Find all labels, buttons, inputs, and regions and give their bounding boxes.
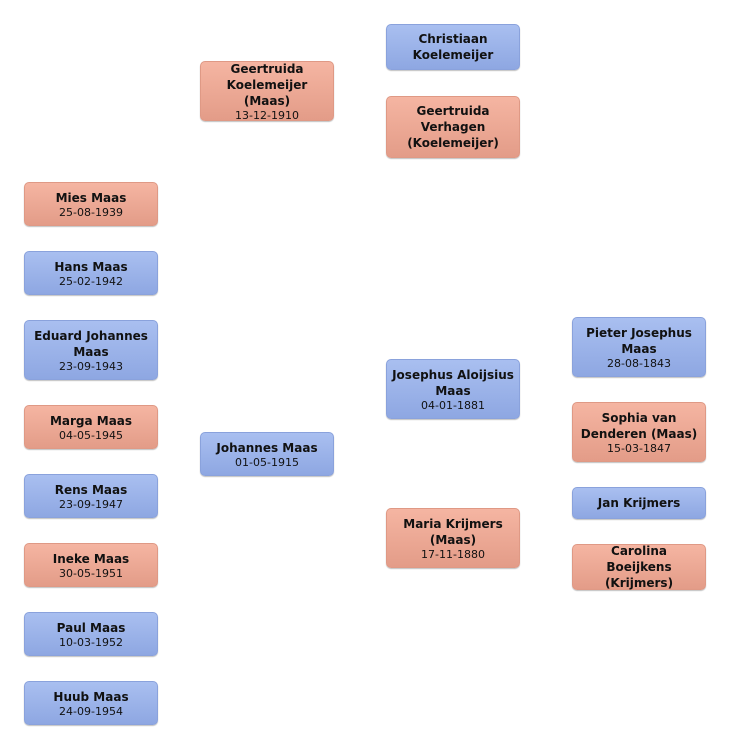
person-name: Johannes Maas xyxy=(216,440,318,455)
person-date: 28-08-1843 xyxy=(607,356,671,370)
person-name: Christiaan Koelemeijer xyxy=(412,32,494,62)
person-date: 23-09-1947 xyxy=(59,497,123,511)
person-node-johannes-maas[interactable]: Johannes Maas 01-05-1915 xyxy=(200,432,334,476)
person-date: 04-05-1945 xyxy=(59,428,123,442)
person-node-pieter-josephus-maas[interactable]: Pieter Josephus Maas 28-08-1843 xyxy=(572,317,706,377)
person-name: Geertruida Verhagen (Koelemeijer) xyxy=(407,104,499,150)
person-node-hans-maas[interactable]: Hans Maas 25-02-1942 xyxy=(24,251,158,295)
person-node-josephus-aloijsius-maas[interactable]: Josephus Aloijsius Maas 04-01-1881 xyxy=(386,359,520,419)
person-date: 24-09-1954 xyxy=(59,704,123,718)
person-node-carolina-boeijkens[interactable]: Carolina Boeijkens (Krijmers) xyxy=(572,544,706,590)
person-date: 25-02-1942 xyxy=(59,274,123,288)
person-node-huub-maas[interactable]: Huub Maas 24-09-1954 xyxy=(24,681,158,725)
person-date: 30-05-1951 xyxy=(59,566,123,580)
person-node-eduard-johannes-maas[interactable]: Eduard Johannes Maas 23-09-1943 xyxy=(24,320,158,380)
person-node-christiaan-koelemeijer[interactable]: Christiaan Koelemeijer xyxy=(386,24,520,70)
person-name: Geertruida Koelemeijer (Maas) xyxy=(226,61,308,108)
person-node-mies-maas[interactable]: Mies Maas 25-08-1939 xyxy=(24,182,158,226)
person-date: 17-11-1880 xyxy=(421,547,485,561)
person-node-maria-krijmers[interactable]: Maria Krijmers (Maas) 17-11-1880 xyxy=(386,508,520,568)
person-node-sophia-van-denderen[interactable]: Sophia van Denderen (Maas) 15-03-1847 xyxy=(572,402,706,462)
person-name: Huub Maas xyxy=(53,689,129,704)
person-name: Hans Maas xyxy=(54,259,128,274)
person-date: 23-09-1943 xyxy=(59,359,123,373)
person-node-geertruida-verhagen[interactable]: Geertruida Verhagen (Koelemeijer) xyxy=(386,96,520,158)
person-name: Sophia van Denderen (Maas) xyxy=(580,410,698,441)
person-name: Maria Krijmers (Maas) xyxy=(403,516,503,547)
person-name: Jan Krijmers xyxy=(597,496,681,510)
person-date: 13-12-1910 xyxy=(235,108,299,122)
person-name: Josephus Aloijsius Maas xyxy=(392,367,514,398)
person-node-geertruida-koelemeijer[interactable]: Geertruida Koelemeijer (Maas) 13-12-1910 xyxy=(200,61,334,122)
person-date: 04-01-1881 xyxy=(421,398,485,412)
person-node-jan-krijmers[interactable]: Jan Krijmers xyxy=(572,487,706,519)
person-name: Carolina Boeijkens (Krijmers) xyxy=(604,544,674,590)
person-name: Ineke Maas xyxy=(52,551,130,566)
person-name: Paul Maas xyxy=(56,620,126,635)
person-name: Eduard Johannes Maas xyxy=(34,328,148,359)
person-date: 01-05-1915 xyxy=(235,455,299,469)
person-name: Pieter Josephus Maas xyxy=(586,325,692,356)
person-date: 25-08-1939 xyxy=(59,205,123,219)
person-name: Rens Maas xyxy=(54,482,128,497)
person-name: Mies Maas xyxy=(55,190,127,205)
person-node-rens-maas[interactable]: Rens Maas 23-09-1947 xyxy=(24,474,158,518)
person-date: 10-03-1952 xyxy=(59,635,123,649)
person-node-marga-maas[interactable]: Marga Maas 04-05-1945 xyxy=(24,405,158,449)
person-node-ineke-maas[interactable]: Ineke Maas 30-05-1951 xyxy=(24,543,158,587)
person-name: Marga Maas xyxy=(49,413,133,428)
person-node-paul-maas[interactable]: Paul Maas 10-03-1952 xyxy=(24,612,158,656)
person-date: 15-03-1847 xyxy=(607,441,671,455)
